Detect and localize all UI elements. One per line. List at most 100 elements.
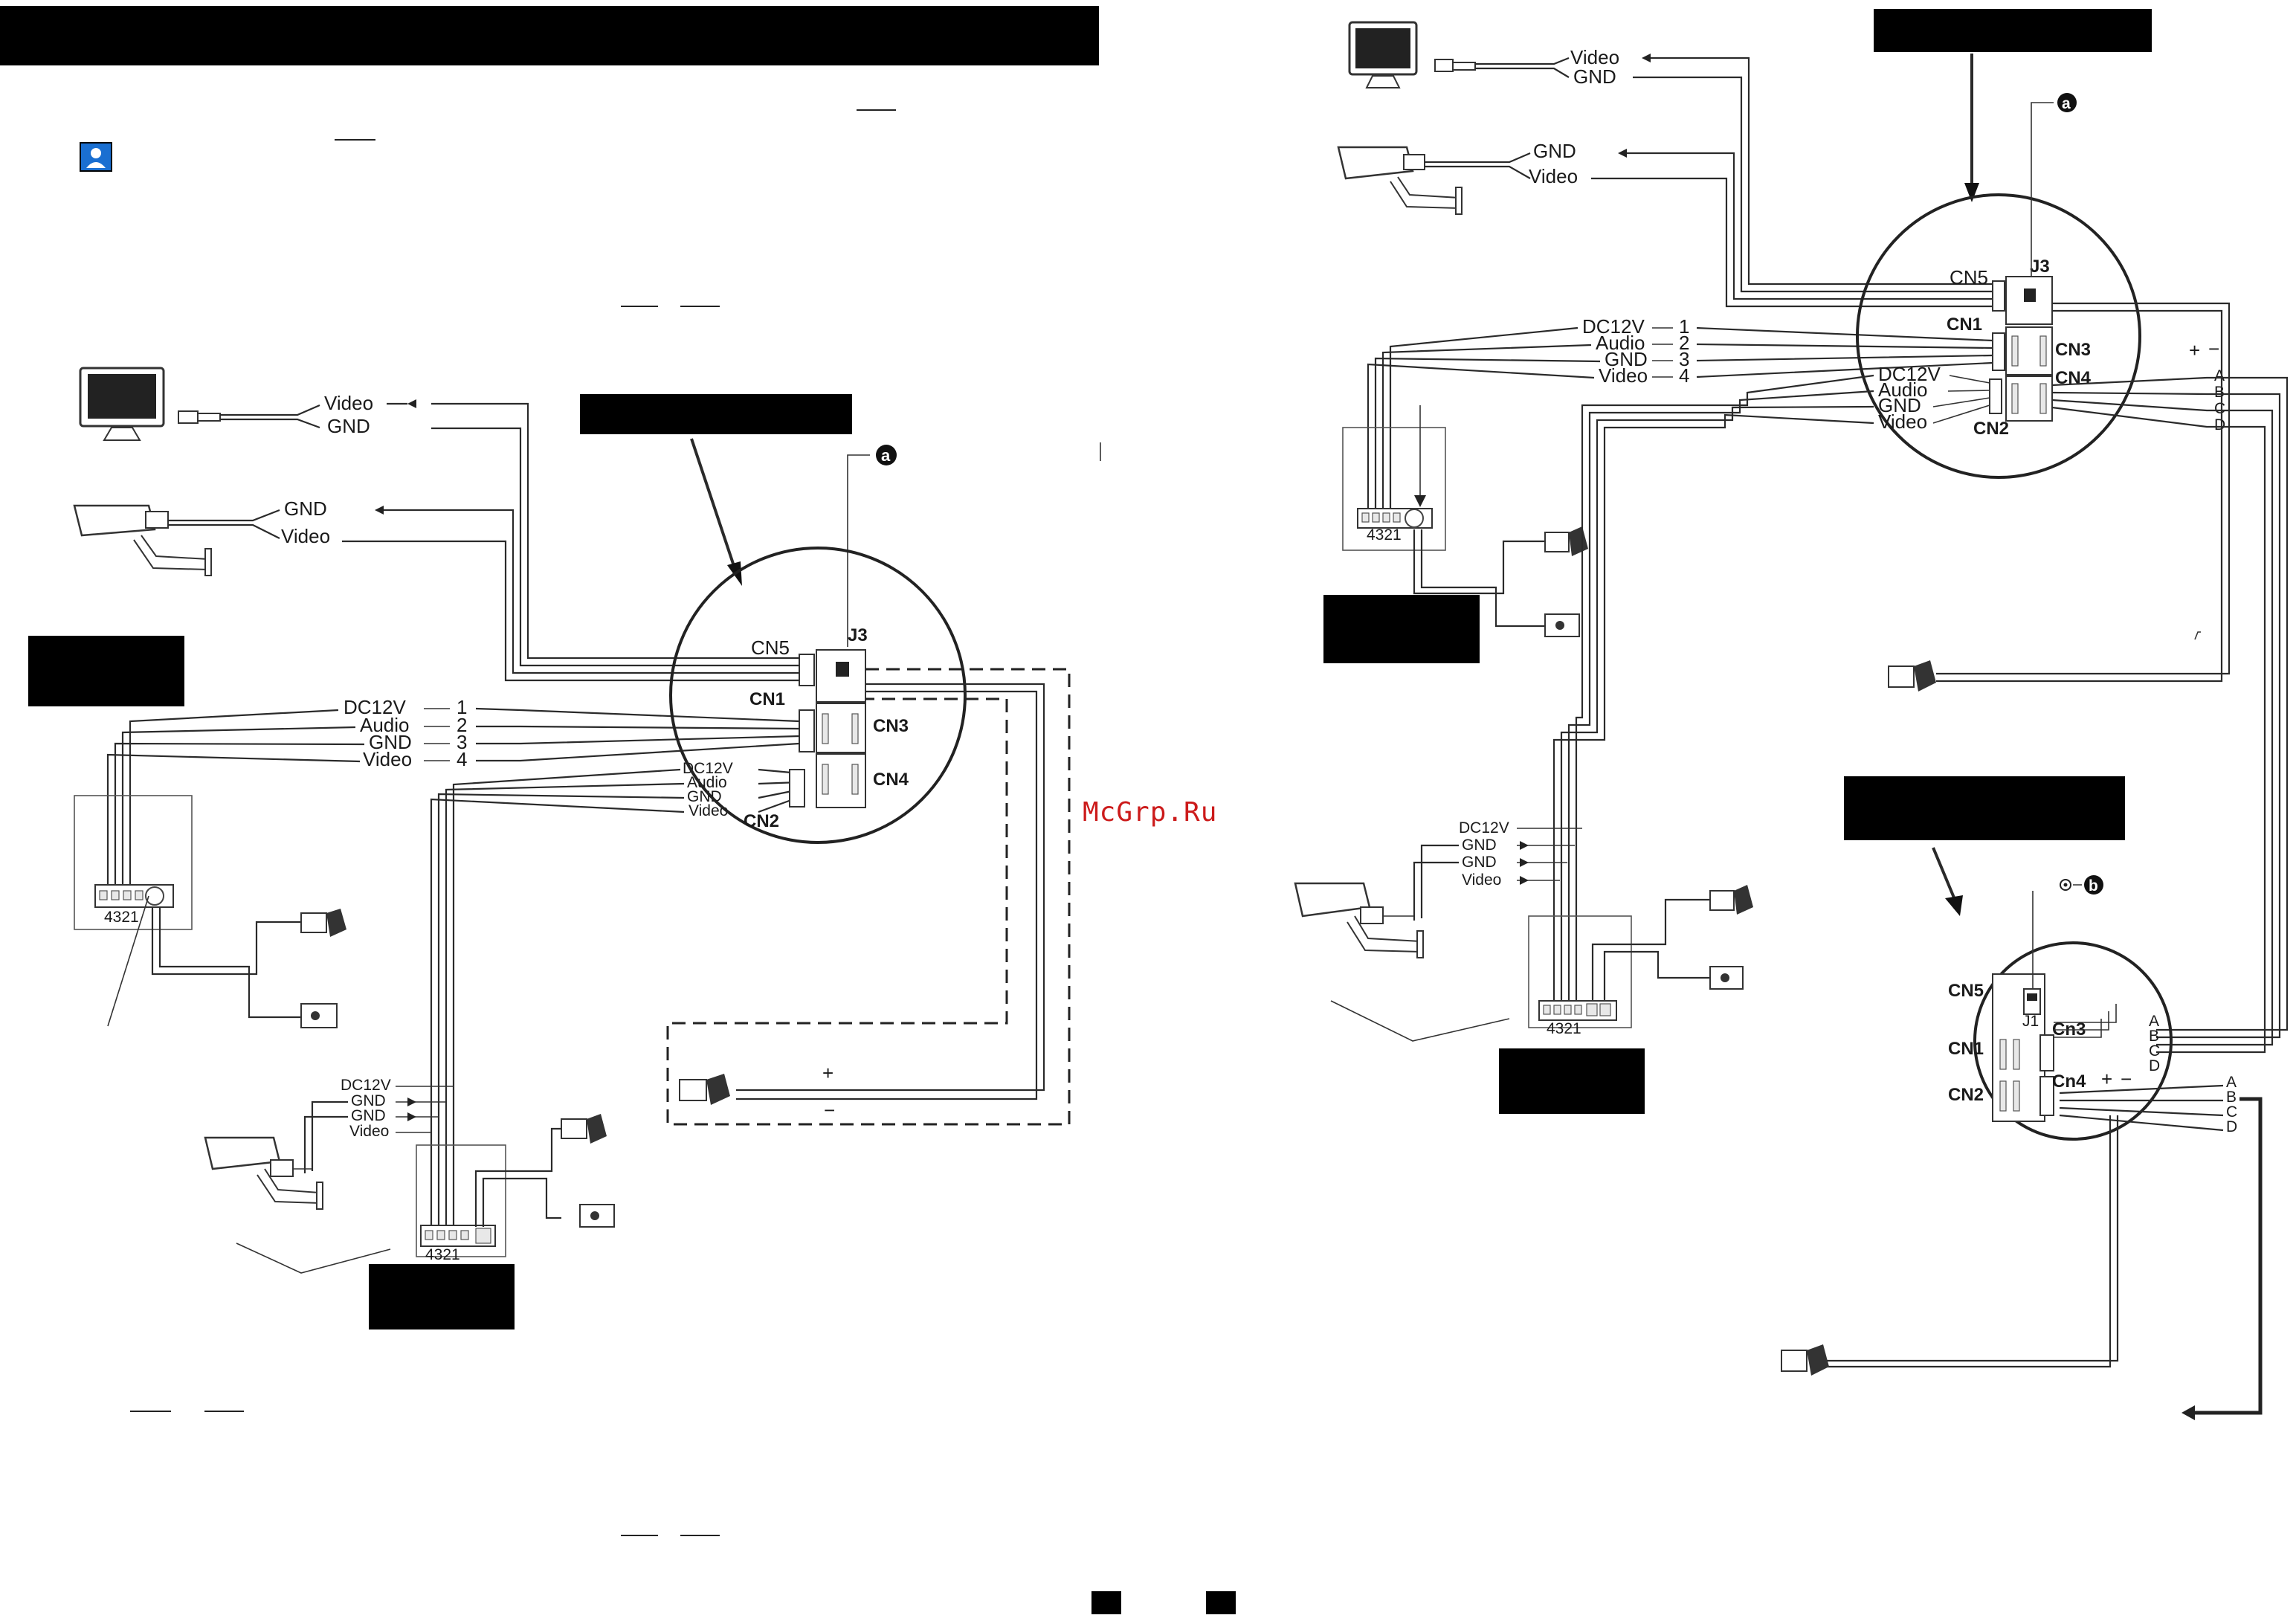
right-bottom-abcd-bot-b: B <box>2226 1089 2237 1106</box>
right-monitor-gnd-label: GND <box>1573 65 1616 88</box>
left-power-minus: − <box>824 1099 835 1121</box>
left-outdoor-unit-label-box <box>369 1264 515 1329</box>
right-marker-b-ring <box>2060 879 2071 891</box>
right-bottom-plus-label: + <box>2101 1068 2112 1090</box>
left-cn3-label: CN3 <box>873 716 909 736</box>
right-lock-icon <box>1544 613 1580 637</box>
left-cn1-pin-4: 4 <box>457 748 467 770</box>
left-outdoor-camera-icon <box>204 1136 323 1210</box>
left-cn2-video-label: Video <box>689 802 728 819</box>
left-cn2-label: CN2 <box>744 811 779 831</box>
right-j3-label: J3 <box>2030 257 2050 277</box>
monitor-icon <box>79 367 221 441</box>
right-abcd-c: C <box>2214 400 2225 417</box>
right-bottom-abcd-top-d: D <box>2149 1057 2160 1074</box>
right-callout-box-top <box>1874 9 2152 52</box>
right-cn2-audio-label: Audio <box>1878 378 1928 401</box>
left-terminal-board: 4321 <box>74 795 193 930</box>
left-callout-box <box>580 394 852 434</box>
right-cn1-video-label: Video <box>1599 364 1648 387</box>
user-icon <box>80 142 112 172</box>
right-cn1-pin-2: 2 <box>1679 332 1689 354</box>
right-zoom-circle-bottom <box>1973 941 2173 1141</box>
left-cn1-pin-2: 2 <box>457 714 467 736</box>
left-outdoor-video-label: Video <box>349 1123 389 1140</box>
right-bottom-cn4-label: Cn4 <box>2052 1071 2086 1092</box>
right-terminal-numbers-2: 4321 <box>1547 1020 1581 1037</box>
left-cn1-label: CN1 <box>749 689 785 709</box>
left-zoom-circle <box>669 547 967 844</box>
left-cn5-label: CN5 <box>751 636 790 659</box>
right-bottom-cn1-label: CN1 <box>1948 1039 1984 1059</box>
right-plug-icon <box>1544 526 1588 556</box>
left-cn1-video-label: Video <box>363 748 412 770</box>
right-bottom-abcd-top-a: A <box>2149 1013 2159 1030</box>
left-lock-icon <box>300 1003 338 1028</box>
right-cn1-pin-4: 4 <box>1679 364 1689 387</box>
watermark: McGrp.Ru <box>1083 797 1217 828</box>
left-power-dashed-box <box>666 668 1071 1126</box>
right-zoom-circle-top <box>1856 193 2141 479</box>
right-bottom-abcd-top-c: C <box>2149 1042 2160 1060</box>
right-terminal-numbers-1: 4321 <box>1367 526 1402 544</box>
left-text-underlines <box>130 109 896 1536</box>
right-cn2-label: CN2 <box>1973 419 2009 439</box>
right-cn1-audio-label: Audio <box>1596 332 1645 354</box>
left-monitor-video-label: Video <box>324 392 373 414</box>
left-lower-lock-icon <box>579 1204 615 1228</box>
right-camera-video-label: Video <box>1529 165 1578 187</box>
right-monitor-video-label: Video <box>1570 46 1619 68</box>
right-plus-label: + <box>2189 339 2200 361</box>
left-plug-icon <box>300 909 346 937</box>
left-cn1-pin-3: 3 <box>457 731 467 753</box>
right-cn2-video-label: Video <box>1878 410 1927 433</box>
right-cn1-label: CN1 <box>1947 315 1982 335</box>
left-lower-terminal-numbers: 4321 <box>425 1246 460 1263</box>
right-bottom-j1-label: J1 <box>2022 1013 2039 1030</box>
right-cn2-dc12v-label: DC12V <box>1878 363 1941 385</box>
camera-icon <box>73 504 212 576</box>
left-control-board <box>789 649 866 808</box>
right-camera-icon <box>1337 146 1463 215</box>
left-cn1-dc12v-label: DC12V <box>344 696 406 718</box>
right-bottom-abcd-bot-d: D <box>2226 1118 2237 1135</box>
right-bottom-abcd-bot-c: C <box>2226 1103 2237 1121</box>
right-lower-terminal-board: 4321 <box>1528 915 1632 1037</box>
right-outdoor-dc12v-label: DC12V <box>1459 819 1509 837</box>
right-abcd-a: A <box>2214 367 2225 384</box>
right-bottom-abcd-bot-a: A <box>2226 1074 2237 1091</box>
right-bottom-cn5-label: CN5 <box>1948 981 1984 1001</box>
left-cn2-dc12v-label: DC12V <box>683 760 733 777</box>
right-minus-label: − <box>2208 338 2219 360</box>
right-cn1-pin-1: 1 <box>1679 315 1689 338</box>
left-camera-video-label: Video <box>281 525 330 547</box>
page-marker-right <box>1206 1591 1236 1614</box>
left-outdoor-gnd1-label: GND <box>351 1092 386 1109</box>
left-cn1-audio-label: Audio <box>360 714 410 736</box>
page-marker-left <box>1091 1591 1121 1614</box>
left-outdoor-dc12v-label: DC12V <box>341 1077 391 1094</box>
right-cn3-label: CN3 <box>2055 340 2091 360</box>
left-marker-a-text: a <box>881 446 891 465</box>
right-outdoor-unit-label-box <box>1499 1048 1645 1114</box>
right-bottom-power-plug-icon <box>1781 1344 1829 1376</box>
right-outdoor-video-label: Video <box>1462 871 1501 889</box>
right-callout-box-bottom <box>1844 776 2125 840</box>
left-indoor-unit-label-box <box>28 636 184 706</box>
right-cn2-gnd-label: GND <box>1878 394 1921 416</box>
right-abcd-d: D <box>2214 416 2225 433</box>
left-header-bar <box>0 6 1099 65</box>
left-power-plus: + <box>822 1062 833 1084</box>
left-terminal-numbers: 4321 <box>104 909 139 926</box>
right-power-plug-icon <box>1888 660 1936 692</box>
left-cn2-gnd-label: GND <box>687 788 722 805</box>
left-cn1-pin-1: 1 <box>457 696 467 718</box>
right-cn5-label: CN5 <box>1950 266 1988 289</box>
left-power-plug-icon <box>679 1074 730 1105</box>
right-lower-plug-icon <box>1709 885 1753 915</box>
left-cn4-label: CN4 <box>873 770 909 790</box>
right-cn1-gnd-label: GND <box>1605 348 1648 370</box>
right-outdoor-gnd1-label: GND <box>1462 837 1497 854</box>
right-camera-gnd-label: GND <box>1533 140 1576 162</box>
